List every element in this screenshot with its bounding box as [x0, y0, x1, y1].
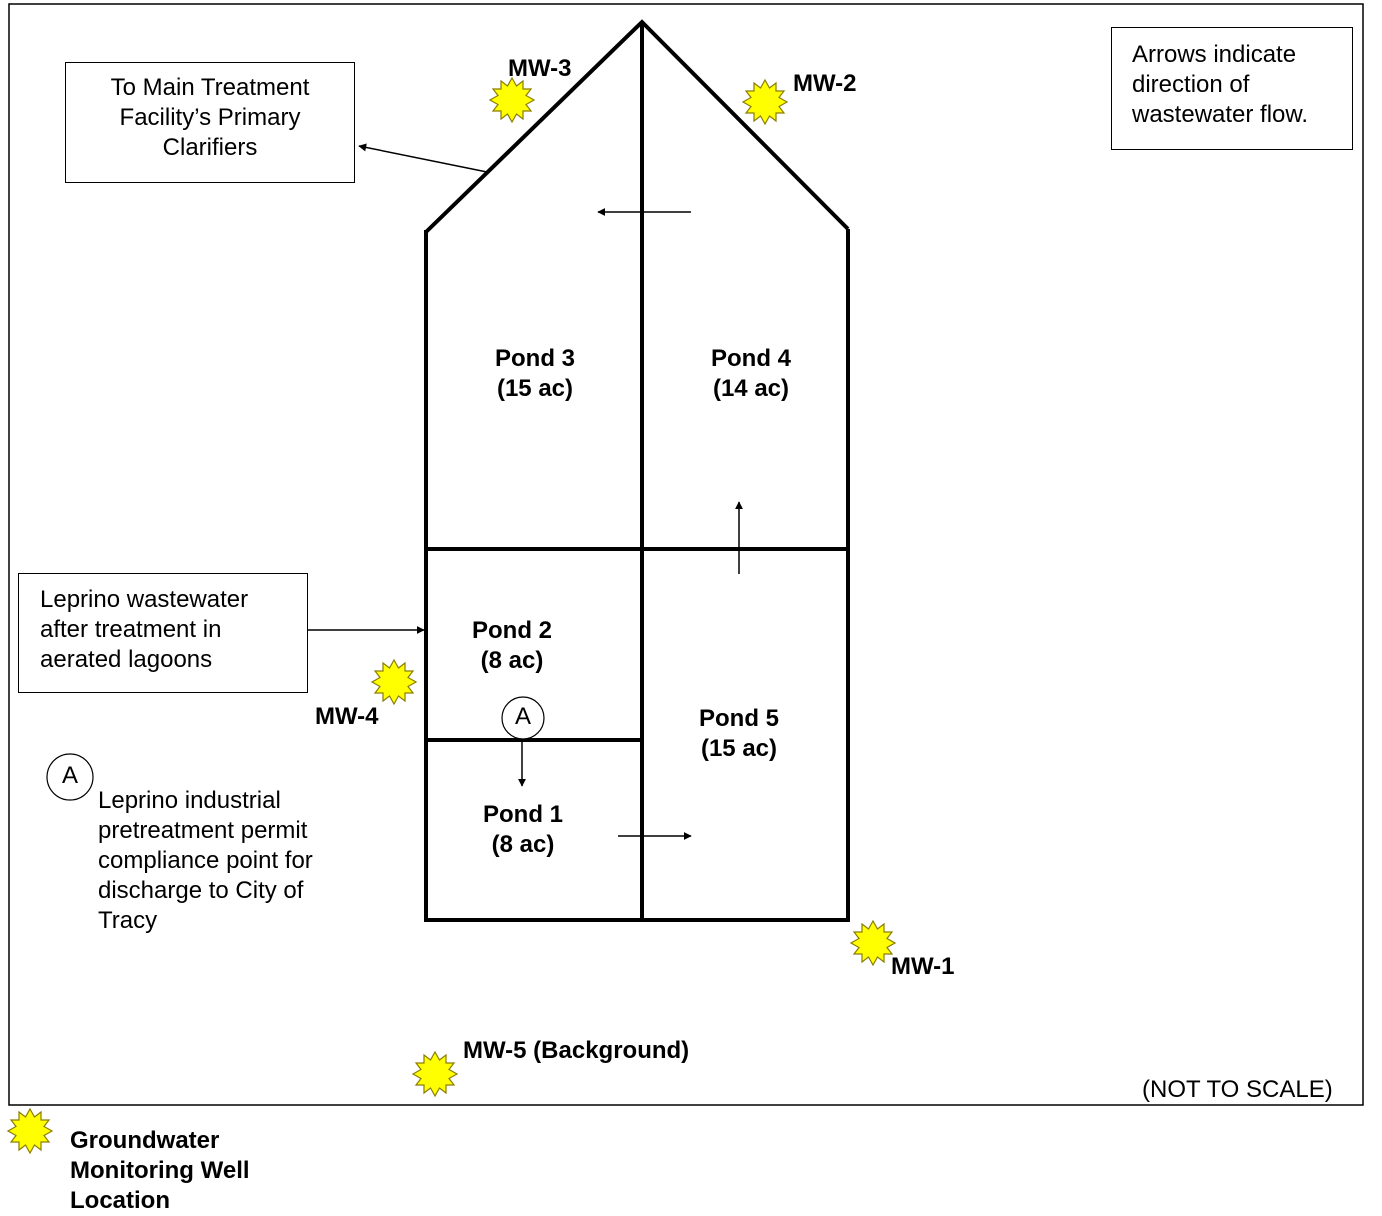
map-border — [8, 3, 1364, 1106]
pond-1-name: Pond 1 — [482, 801, 563, 828]
pond-3-label: Pond 3 (15 ac) — [455, 344, 615, 404]
well-mw4-star-icon — [371, 659, 417, 705]
not-to-scale-note: (NOT TO SCALE) — [1142, 1076, 1333, 1103]
pond-2-area: (8 ac) — [480, 647, 544, 674]
pond-1-label: Pond 1 (8 ac) — [443, 800, 603, 860]
pond-5-label: Pond 5 (15 ac) — [659, 704, 819, 764]
well-mw2-label: MW-2 — [793, 70, 857, 97]
pond-layout — [424, 19, 850, 922]
legend-line-3: Location — [70, 1187, 170, 1214]
legend-line-1: Groundwater — [70, 1127, 220, 1154]
pond-2-name: Pond 2 — [471, 617, 552, 644]
flow-arrows — [308, 143, 743, 840]
compliance-line-4: discharge to City of — [98, 877, 304, 904]
arrow-to-clarifiers — [358, 143, 488, 173]
flow-note-line-3: wastewater flow. — [1132, 101, 1309, 128]
compliance-description: Leprino industrial pretreatment permit c… — [98, 786, 313, 936]
treatment-line-3: Clarifiers — [162, 134, 258, 161]
compliance-line-1: Leprino industrial — [98, 787, 281, 814]
well-mw5-label: MW-5 (Background) — [463, 1037, 690, 1064]
treatment-line-1: To Main Treatment — [110, 74, 310, 101]
leprino-line-1: Leprino wastewater — [40, 586, 249, 613]
well-mw1-label: MW-1 — [891, 953, 955, 980]
pond-5-name: Pond 5 — [698, 705, 779, 732]
leprino-line-2: after treatment in — [40, 616, 222, 643]
leprino-line-3: aerated lagoons — [40, 646, 213, 673]
legend-compliance-marker: A — [61, 762, 78, 789]
pond-3-area: (15 ac) — [496, 375, 574, 402]
legend-label: Groundwater Monitoring Well Location — [70, 1126, 250, 1216]
compliance-line-3: compliance point for — [98, 847, 313, 874]
flow-note-box: Arrows indicate direction of wastewater … — [1111, 27, 1353, 150]
compliance-point-circle — [501, 696, 545, 740]
compliance-point-marker: A — [514, 703, 531, 730]
well-mw5-star-icon — [412, 1051, 458, 1097]
legend-line-2: Monitoring Well — [70, 1157, 250, 1184]
pond-4-area: (14 ac) — [712, 375, 790, 402]
compliance-line-2: pretreatment permit — [98, 817, 308, 844]
legend-compliance-circle — [46, 753, 94, 801]
well-mw3-label: MW-3 — [508, 55, 572, 82]
pond-4-name: Pond 4 — [710, 345, 791, 372]
pond-4-label: Pond 4 (14 ac) — [671, 344, 831, 404]
well-mw2-star-icon — [742, 79, 788, 125]
flow-note-line-2: direction of — [1132, 71, 1250, 98]
legend-well-star-icon — [7, 1108, 53, 1154]
treatment-facility-box: To Main Treatment Facility’s Primary Cla… — [65, 62, 355, 183]
compliance-line-5: Tracy — [98, 907, 158, 934]
well-mw1-star-icon — [850, 920, 896, 966]
flow-note-line-1: Arrows indicate — [1132, 41, 1297, 68]
well-mw3-star-icon — [489, 77, 535, 123]
well-mw4-label: MW-4 — [315, 703, 379, 730]
treatment-line-2: Facility’s Primary — [119, 104, 301, 131]
pond-1-area: (8 ac) — [491, 831, 555, 858]
pond-2-label: Pond 2 (8 ac) — [432, 616, 592, 676]
pond-5-area: (15 ac) — [700, 735, 778, 762]
pond-3-name: Pond 3 — [494, 345, 575, 372]
leprino-inflow-box: Leprino wastewater after treatment in ae… — [18, 573, 308, 693]
